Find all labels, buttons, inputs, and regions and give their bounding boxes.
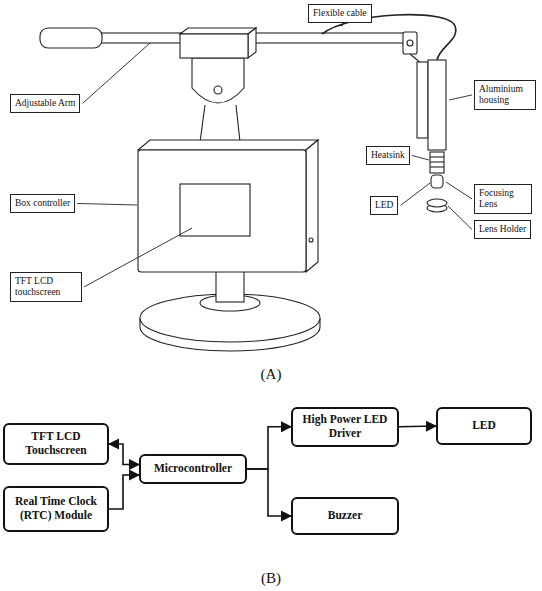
- box-front: [138, 150, 306, 272]
- box-top: [138, 140, 318, 150]
- box-side: [306, 140, 318, 272]
- strut: [236, 105, 240, 142]
- arm-grip: [40, 28, 102, 48]
- callout-box: Aluminium housing: [474, 80, 536, 110]
- connector-arrow: [247, 427, 291, 469]
- process-box: Real Time Clock (RTC) Module: [3, 486, 109, 532]
- node-text: Aluminium housing: [479, 84, 523, 105]
- connector-arrow: [247, 469, 291, 516]
- callout-box: Lens Holder: [474, 220, 531, 239]
- node-text: High Power LED Driver: [299, 413, 391, 441]
- heatsink-fin: [430, 161, 444, 162]
- heatsink-fin: [430, 156, 444, 157]
- aluminium-housing: [428, 60, 446, 150]
- process-box: TFT LCD Touchscreen: [3, 423, 109, 465]
- heatsink: [430, 152, 444, 173]
- pivot-bracket: [192, 58, 244, 103]
- node-text: Real Time Clock (RTC) Module: [11, 495, 101, 523]
- process-box: LED: [436, 407, 532, 445]
- callout-box: Heatsink: [366, 146, 410, 165]
- housing-holder: [417, 62, 428, 138]
- process-box: Buzzer: [291, 497, 399, 535]
- heatsink-fin: [430, 166, 444, 167]
- arm-clamp: [403, 32, 417, 54]
- node-text: Adjustable Arm: [15, 98, 75, 108]
- leader-line: [448, 206, 472, 229]
- node-text: LED: [375, 200, 393, 210]
- connector-arrow: [399, 425, 436, 427]
- node-text: Heatsink: [371, 150, 405, 160]
- knob: [309, 238, 313, 242]
- node-text: LED: [472, 419, 496, 433]
- node-text: Buzzer: [328, 509, 362, 523]
- leader-line: [82, 43, 150, 103]
- panel-label: (A): [261, 366, 282, 383]
- callout-box: Focusing Lens: [474, 184, 532, 214]
- process-box: High Power LED Driver: [291, 407, 399, 447]
- stand-neck: [216, 268, 244, 302]
- process-box: Microcontroller: [139, 454, 247, 484]
- node-text: TFT LCD Touchscreen: [11, 430, 101, 458]
- callout-box: Box controller: [10, 194, 75, 213]
- callout-box: LED: [370, 196, 398, 215]
- leader-line: [412, 155, 429, 160]
- screen: [180, 184, 250, 236]
- led-and-lens: [431, 175, 443, 188]
- leader-line: [446, 182, 472, 199]
- node-text: Flexible cable: [313, 8, 367, 18]
- node-text: Box controller: [15, 198, 70, 208]
- leader-line: [340, 25, 343, 26]
- connector-arrow: [109, 444, 139, 465]
- callout-box: Flexible cable: [308, 4, 372, 23]
- clamp-screw: [407, 40, 413, 46]
- clamp-block: [180, 34, 248, 58]
- leader-line: [449, 95, 472, 100]
- connector-arrow: [109, 475, 139, 509]
- node-text: Focusing Lens: [479, 188, 514, 209]
- callout-box: TFT LCD touchscreen: [10, 272, 82, 302]
- panel-label: (B): [261, 570, 281, 587]
- leader-line: [400, 183, 430, 205]
- callout-box: Adjustable Arm: [10, 94, 80, 113]
- lens-holder: [427, 199, 447, 207]
- node-text: TFT LCD touchscreen: [15, 276, 60, 297]
- clamp-top: [180, 28, 256, 34]
- leader-line: [84, 228, 192, 287]
- node-text: Microcontroller: [154, 462, 232, 476]
- strut: [200, 105, 205, 142]
- clamp-side: [248, 28, 256, 58]
- leader-line: [77, 203, 137, 205]
- pivot: [214, 86, 222, 94]
- node-text: Lens Holder: [479, 224, 526, 234]
